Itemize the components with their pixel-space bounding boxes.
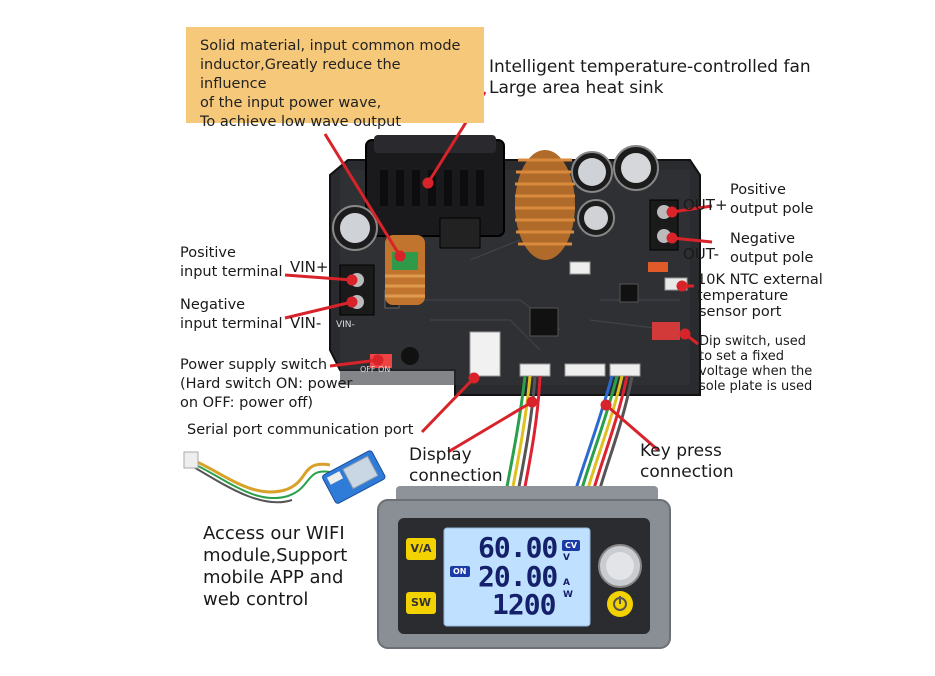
wifi-callout-line: Access our WIFI	[203, 523, 345, 544]
out-plus-desc: Positive output pole	[730, 181, 813, 219]
power-switch-callout: Power supply switch (Hard switch ON: pow…	[180, 356, 352, 413]
va-button[interactable]: V/A	[406, 538, 436, 560]
display-module	[377, 486, 671, 649]
silk-vin-minus: VIN-	[336, 320, 355, 330]
out-minus-desc-line: Negative	[730, 231, 796, 247]
voltage-unit: V	[563, 553, 570, 563]
vin-minus-desc-line: input terminal	[180, 316, 283, 332]
ntc-callout-line: sensor port	[699, 304, 782, 320]
dip-callout-line: voltage when the	[699, 364, 813, 379]
inductor-note: Solid material, input common mode induct…	[186, 27, 484, 130]
vin-plus-desc-line: Positive	[180, 245, 236, 261]
current-unit: A	[563, 578, 570, 588]
vin-minus-desc: Negative input terminal	[180, 296, 282, 334]
encoder-knob[interactable]	[602, 544, 638, 588]
vin-plus-label: VIN+	[290, 258, 329, 276]
vin-plus-desc-line: input terminal	[180, 264, 283, 280]
out-plus-desc-line: output pole	[730, 201, 814, 217]
cooling-fan	[365, 135, 505, 249]
keypress-line: Key press	[640, 441, 722, 461]
display-connection-line: connection	[409, 466, 503, 486]
display-wires	[504, 375, 634, 493]
toroidal-inductor	[515, 150, 575, 260]
voltage-readout: 60.00	[478, 531, 558, 564]
board-components	[370, 261, 688, 377]
wifi-module	[183, 450, 386, 504]
wifi-callout-line: module,Support	[203, 545, 348, 566]
power-switch-line: (Hard switch ON: power	[180, 376, 353, 392]
inductor-note-line: To achieve low wave output	[200, 114, 402, 130]
inductor-note-line: of the input power wave,	[200, 95, 382, 111]
on-badge: ON	[450, 566, 470, 577]
inductor-note-line: Solid material, input common mode	[200, 38, 461, 54]
vin-plus-desc: Positive input terminal	[180, 244, 282, 282]
power-switch-line: Power supply switch	[180, 357, 328, 373]
power-readout: 1200	[492, 588, 556, 621]
current-readout: 20.00	[478, 560, 558, 593]
vin-minus-desc-line: Negative	[180, 297, 246, 313]
callout-arrows	[284, 91, 713, 454]
fan-callout-line: Intelligent temperature-controlled fan	[489, 57, 811, 77]
power-switch-line: on OFF: power off)	[180, 395, 314, 411]
dip-callout-line: sole plate is used	[699, 379, 813, 394]
out-plus-desc-line: Positive	[730, 182, 786, 198]
inductor-note-line: inductor,Greatly reduce the influence	[200, 57, 401, 92]
ntc-callout-line: temperature	[697, 288, 789, 304]
out-plus-label: OUT+	[683, 196, 728, 214]
sw-button[interactable]: SW	[406, 592, 436, 614]
out-minus-desc: Negative output pole	[730, 230, 813, 268]
display-connection-line: Display	[409, 445, 472, 465]
ntc-callout-line: 10K NTC external	[697, 272, 823, 288]
dip-callout: Dip switch, used to set a fixed voltage …	[699, 334, 812, 394]
out-minus-label: OUT-	[683, 245, 719, 263]
serial-callout: Serial port communication port	[187, 422, 414, 438]
cv-badge: CV	[562, 540, 581, 551]
wifi-callout: Access our WIFI module,Support mobile AP…	[203, 523, 347, 611]
power-unit: W	[563, 590, 573, 600]
fan-callout-line: Large area heat sink	[489, 78, 664, 98]
wifi-callout-line: web control	[203, 589, 309, 610]
dip-callout-line: to set a fixed	[699, 349, 785, 364]
display-connection-callout: Display connection	[409, 445, 503, 487]
common-mode-inductor	[385, 235, 425, 305]
out-minus-desc-line: output pole	[730, 250, 814, 266]
keypress-callout: Key press connection	[640, 441, 734, 483]
fan-callout: Intelligent temperature-controlled fan L…	[489, 57, 811, 99]
keypress-line: connection	[640, 462, 734, 482]
vin-minus-label: VIN-	[290, 314, 322, 332]
wifi-callout-line: mobile APP and	[203, 567, 344, 588]
dip-callout-line: Dip switch, used	[699, 334, 807, 349]
silk-off-on: OFF ON	[360, 365, 391, 374]
ntc-callout: 10K NTC external temperature sensor port	[697, 272, 823, 320]
power-button[interactable]	[607, 591, 633, 617]
